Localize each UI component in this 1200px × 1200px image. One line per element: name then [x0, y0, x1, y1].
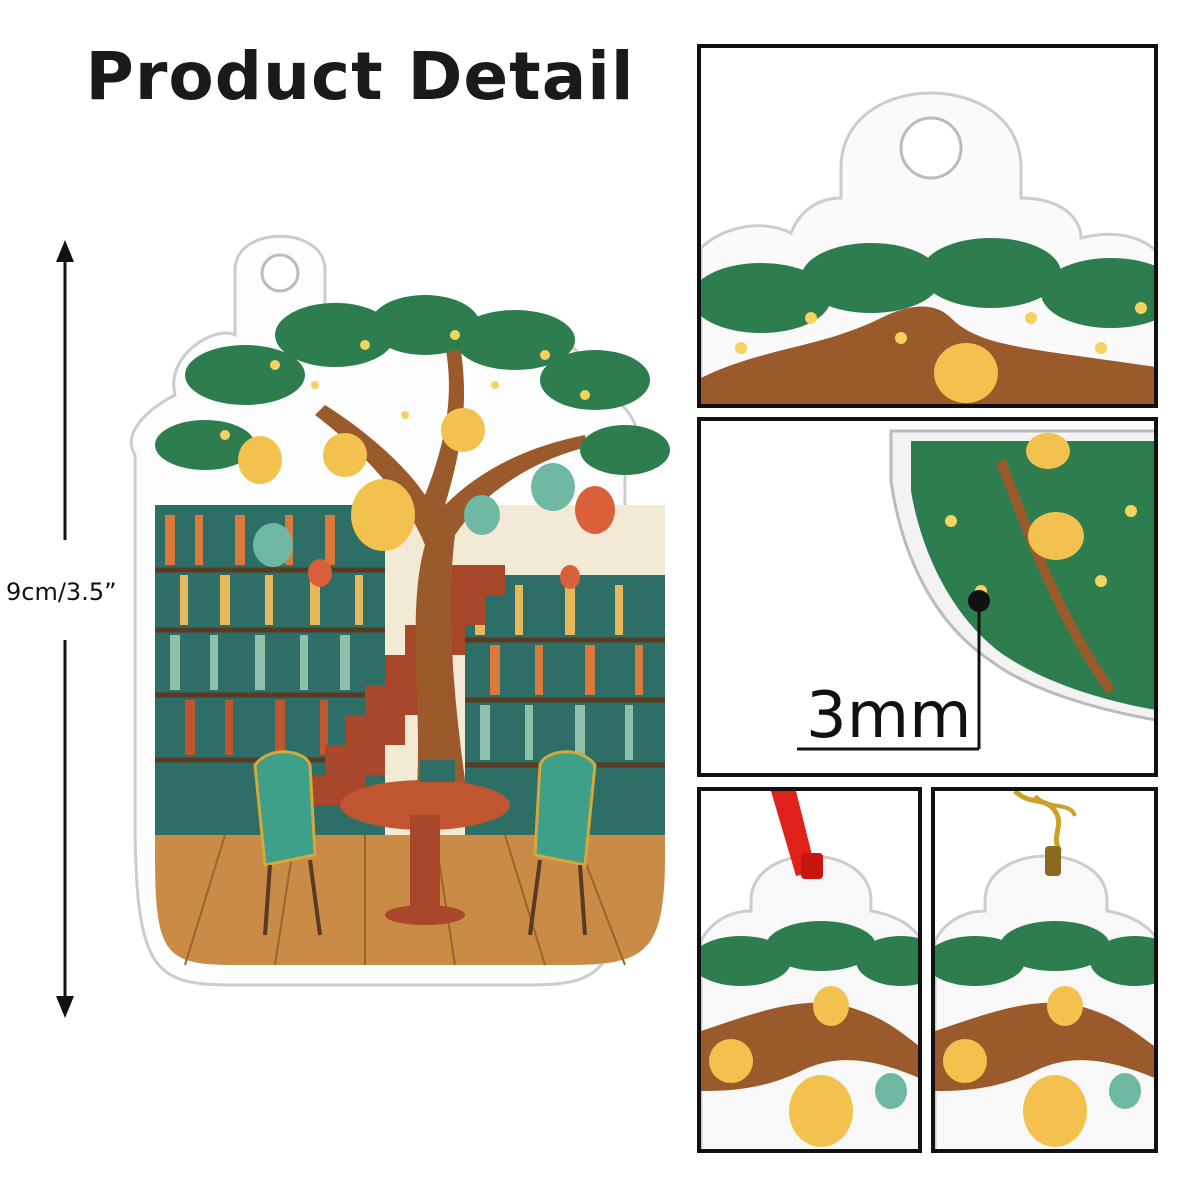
detail-panel-ribbon: [697, 787, 922, 1153]
detail-panel-top: [697, 44, 1158, 408]
dimension-label: 9cm/3.5”: [6, 578, 117, 606]
detail-panel-thickness: 3mm: [697, 417, 1158, 777]
lanterns: [238, 408, 615, 589]
thickness-label: 3mm: [806, 679, 972, 753]
table-and-chairs: [253, 750, 597, 936]
page-title: Product Detail: [85, 38, 635, 115]
double-arrow-icon: [56, 240, 74, 1018]
ornament-main-image: [125, 215, 700, 1015]
gold-string-icon: [1013, 791, 1077, 876]
dimension-indicator: 9cm/3.5”: [0, 0, 150, 1060]
ribbon-icon: [771, 791, 823, 879]
bookshelf-right: [465, 575, 665, 835]
detail-panel-gold-string: [931, 787, 1158, 1153]
